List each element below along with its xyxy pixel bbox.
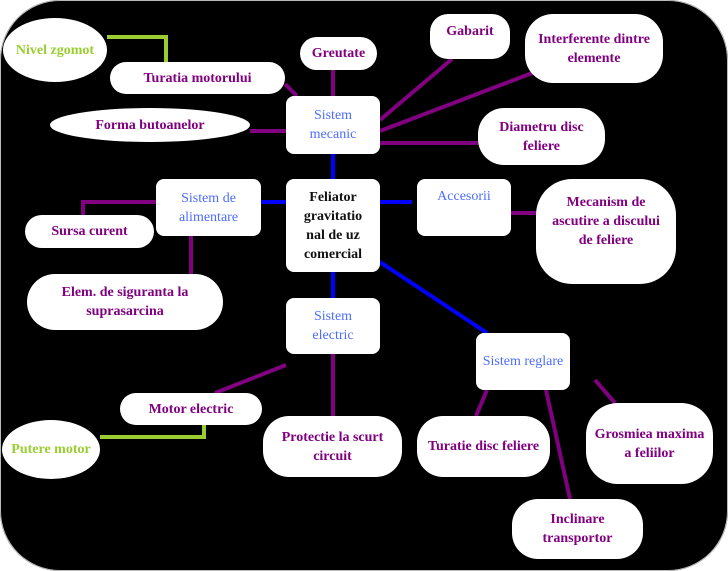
link-interferente [379, 70, 536, 133]
center-line: nal de uz [306, 227, 360, 243]
node-sistem-alimentare[interactable]: Sistem de alimentare [156, 179, 261, 236]
node-sistem-reglare[interactable]: Sistem reglare [476, 333, 570, 390]
node-elem-siguranta[interactable]: Elem. de siguranta la suprasarcina [27, 274, 223, 330]
node-motor-electric[interactable]: Motor electric [120, 393, 262, 425]
link-sursa [81, 200, 156, 215]
node-gabarit[interactable]: Gabarit [430, 14, 510, 59]
node-diametru-disc[interactable]: Diametru disc feliere [478, 108, 605, 165]
link-nivel-zgomot [107, 35, 168, 62]
node-nivel-zgomot[interactable]: Nivel zgomot [3, 18, 107, 82]
node-sistem-mecanic[interactable]: Sistem mecanic [286, 96, 380, 154]
node-center[interactable]: Feliator gravitatio nal de uz comercial [286, 179, 380, 272]
node-forma-butoanelor[interactable]: Forma butoanelor [50, 108, 250, 142]
node-sistem-electric[interactable]: Sistem electric [286, 298, 380, 354]
link-inclinare [544, 389, 572, 500]
node-protectie[interactable]: Protectie la scurt circuit [263, 416, 402, 477]
node-sursa-curent[interactable]: Sursa curent [25, 215, 154, 248]
link-putere-motor [100, 425, 206, 439]
node-greutate[interactable]: Greutate [300, 37, 377, 70]
node-mecanism[interactable]: Mecanism de ascutire a discului de felie… [536, 179, 676, 284]
node-accesorii[interactable]: Accesorii [417, 179, 511, 236]
link-motor [214, 363, 287, 395]
center-line: Feliator [309, 189, 357, 205]
center-line: gravitatio [303, 208, 363, 224]
node-putere-motor[interactable]: Putere motor [2, 420, 100, 479]
link-turatia [283, 82, 299, 98]
link-gabarit [378, 57, 454, 122]
node-interferente[interactable]: Interferente dintre elemente [525, 14, 663, 83]
link-center-reglare [378, 260, 489, 335]
node-grosimea[interactable]: Grosmiea maxima a feliilor [586, 403, 713, 484]
node-turatia-motorului[interactable]: Turatia motorului [110, 62, 285, 94]
center-line: comercial [303, 246, 363, 262]
node-inclinare[interactable]: Inclinare transportor [512, 499, 643, 559]
node-turatie-disc[interactable]: Turatie disc feliere [417, 416, 550, 477]
link-grosimea [593, 378, 617, 405]
link-turatie-disc [474, 389, 489, 417]
